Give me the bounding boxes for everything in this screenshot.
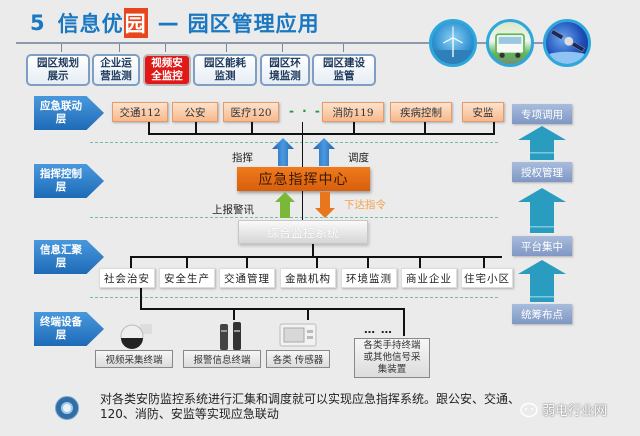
info-financial-institutions[interactable]: 金融机构 [280, 268, 336, 288]
connector-line [367, 256, 369, 268]
emergency-police[interactable]: 公安 [172, 102, 218, 122]
tab-connector [343, 44, 344, 52]
connector-line [316, 256, 318, 268]
more-items-ellipsis: - · - [289, 104, 322, 118]
connector-line [483, 256, 485, 268]
teal-up-arrow-icon [518, 126, 566, 160]
tab-connector [119, 44, 120, 52]
emergency-medical-120[interactable]: 医疗120 [223, 102, 279, 122]
connector-line [353, 122, 355, 134]
emergency-safety-supervision[interactable]: 安监 [462, 102, 504, 122]
description-line-1: 对各类安防监控系统进行汇集和调度就可以实现应急指挥系统。跟公安、交通、 [100, 392, 521, 406]
sensors[interactable]: 各类 传感器 [266, 350, 330, 368]
connector-line [251, 122, 253, 134]
layer-emergency-linkage: 应急联动层 [34, 96, 104, 130]
info-traffic-management[interactable]: 交通管理 [219, 268, 275, 288]
connector-line [419, 256, 421, 268]
tab-connector [282, 44, 283, 52]
authorization-management[interactable]: 授权管理 [512, 162, 572, 182]
handheld-terminals[interactable]: 各类手持终端或其他信号采集装置 [354, 338, 430, 378]
overall-deployment[interactable]: 统筹布点 [512, 304, 572, 324]
title-prefix: 信息优 [57, 12, 124, 36]
layer-separator [90, 297, 498, 298]
up-arrow-icon [313, 138, 335, 166]
wind-turbine-photo [429, 19, 477, 67]
tab-environment-monitoring[interactable]: 园区环境监测 [260, 54, 310, 86]
connector-line [312, 244, 314, 256]
connector-line [186, 256, 188, 268]
info-production-safety[interactable]: 安全生产 [159, 268, 215, 288]
title-highlight: 园 [123, 8, 148, 38]
bullet-ring-icon [56, 397, 78, 419]
emergency-traffic-112[interactable]: 交通112 [112, 102, 168, 122]
description-line-2: 120、消防、安监等实现应急联动 [100, 407, 279, 421]
alarm-terminal-icon [220, 322, 241, 350]
layer-separator [90, 217, 498, 218]
page-title: 5 信息优 园 — 园区管理应用 [30, 8, 320, 38]
layer-terminal-devices: 终端设备层 [34, 312, 104, 346]
sensor-icon [279, 323, 317, 347]
info-environment-monitoring[interactable]: 环境监测 [341, 268, 397, 288]
tab-connector [61, 44, 62, 52]
watermark: 弱电行业网 [520, 400, 607, 419]
info-commercial-enterprises[interactable]: 商业企业 [401, 268, 457, 288]
connector-line [130, 256, 132, 268]
more-devices-ellipsis: … … [364, 323, 393, 336]
layer-separator [90, 142, 498, 143]
satellite-photo [543, 19, 591, 67]
video-capture-terminal[interactable]: 视频采集终端 [95, 350, 173, 368]
connector-line [246, 256, 248, 268]
ptz-camera-icon [120, 324, 152, 349]
connector-line [403, 308, 405, 336]
teal-up-arrow-icon [518, 260, 566, 302]
alarm-info-terminal[interactable]: 报警信息终端 [183, 350, 261, 368]
tab-enterprise-operation[interactable]: 企业运营监测 [92, 54, 140, 86]
connector-line [493, 122, 495, 134]
title-dash: — [157, 11, 180, 35]
title-number: 5 [30, 11, 46, 35]
connector-line [424, 122, 426, 134]
tab-connector [226, 44, 227, 52]
up-arrow-icon [272, 138, 294, 166]
connector-line [195, 122, 197, 134]
tab-park-planning[interactable]: 园区规划展示 [26, 54, 90, 86]
watermark-text: 弱电行业网 [542, 404, 608, 419]
issue-order-label: 下达指令 [344, 199, 386, 211]
tab-construction-supervision[interactable]: 园区建设监管 [312, 54, 376, 86]
platform-centralization[interactable]: 平台集中 [512, 236, 572, 256]
connector-bus [140, 308, 405, 310]
connector-line [140, 288, 142, 310]
report-alarm-label: 上报警讯 [212, 204, 254, 216]
tab-energy-monitoring[interactable]: 园区能耗监测 [193, 54, 257, 86]
emergency-disease-control[interactable]: 疾病控制 [390, 102, 452, 122]
dispatch-label: 调度 [348, 152, 369, 164]
tab-connector [165, 44, 166, 52]
tab-video-security[interactable]: 视频安全监控 [143, 54, 191, 86]
description-text: 对各类安防监控系统进行汇集和调度就可以实现应急指挥系统。跟公安、交通、 120、… [100, 392, 540, 422]
wechat-icon [520, 402, 538, 417]
info-public-security[interactable]: 社会治安 [99, 268, 155, 288]
connector-line [307, 308, 309, 320]
integrated-monitoring-system[interactable]: 综合监控系统 [238, 220, 368, 244]
teal-up-arrow-icon [518, 188, 566, 233]
orange-down-arrow-icon [315, 192, 335, 218]
emergency-command-center[interactable]: 应急指挥中心 [237, 167, 370, 191]
connector-line [233, 308, 235, 320]
info-residential-communities[interactable]: 住宅小区 [461, 268, 513, 288]
green-up-arrow-icon [275, 192, 295, 218]
electric-bus-photo [486, 19, 534, 67]
connector-line [148, 122, 150, 134]
layer-info-aggregation: 信息汇聚层 [34, 240, 104, 274]
layer-command-control: 指挥控制层 [34, 164, 104, 198]
title-suffix: 园区管理应用 [187, 12, 320, 36]
emergency-fire-119[interactable]: 消防119 [322, 102, 384, 122]
connector-bus [148, 133, 495, 135]
title-divider [16, 42, 590, 44]
command-label: 指挥 [232, 152, 253, 164]
special-dispatch[interactable]: 专项调用 [512, 104, 572, 124]
